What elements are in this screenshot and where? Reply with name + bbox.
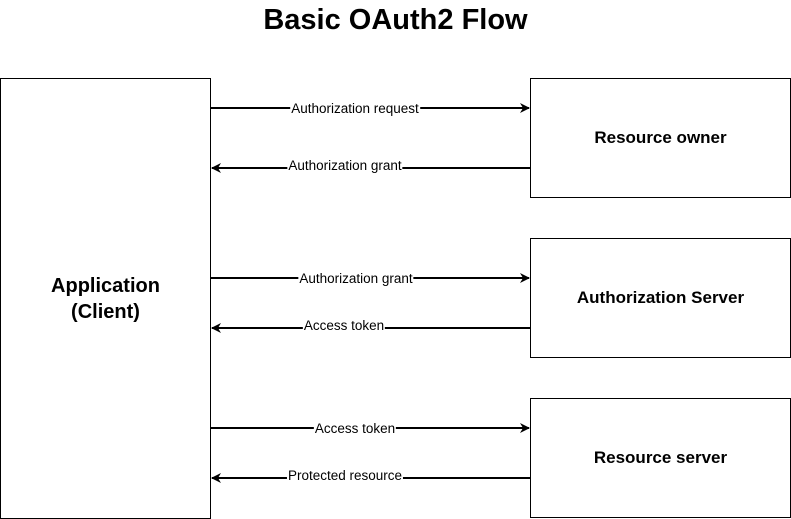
client-application-box: Application (Client)	[0, 78, 211, 519]
resource-server-box: Resource server	[530, 398, 791, 518]
resource-server-label: Resource server	[593, 448, 728, 467]
client-label-line2: (Client)	[71, 300, 140, 323]
resource-owner-box: Resource owner	[530, 78, 791, 198]
label-access-token-return: Access token	[302, 318, 386, 334]
authorization-server-label: Authorization Server	[576, 288, 745, 307]
label-authorization-request: Authorization request	[290, 101, 420, 117]
label-authorization-grant-send: Authorization grant	[298, 271, 414, 287]
label-protected-resource-return: Protected resource	[286, 468, 404, 484]
authorization-server-box: Authorization Server	[530, 238, 791, 358]
label-authorization-grant-return: Authorization grant	[287, 158, 403, 174]
diagram-title: Basic OAuth2 Flow	[263, 4, 528, 36]
label-access-token-send: Access token	[313, 421, 397, 437]
resource-owner-label: Resource owner	[594, 128, 727, 147]
client-label-line1: Application	[51, 274, 160, 297]
